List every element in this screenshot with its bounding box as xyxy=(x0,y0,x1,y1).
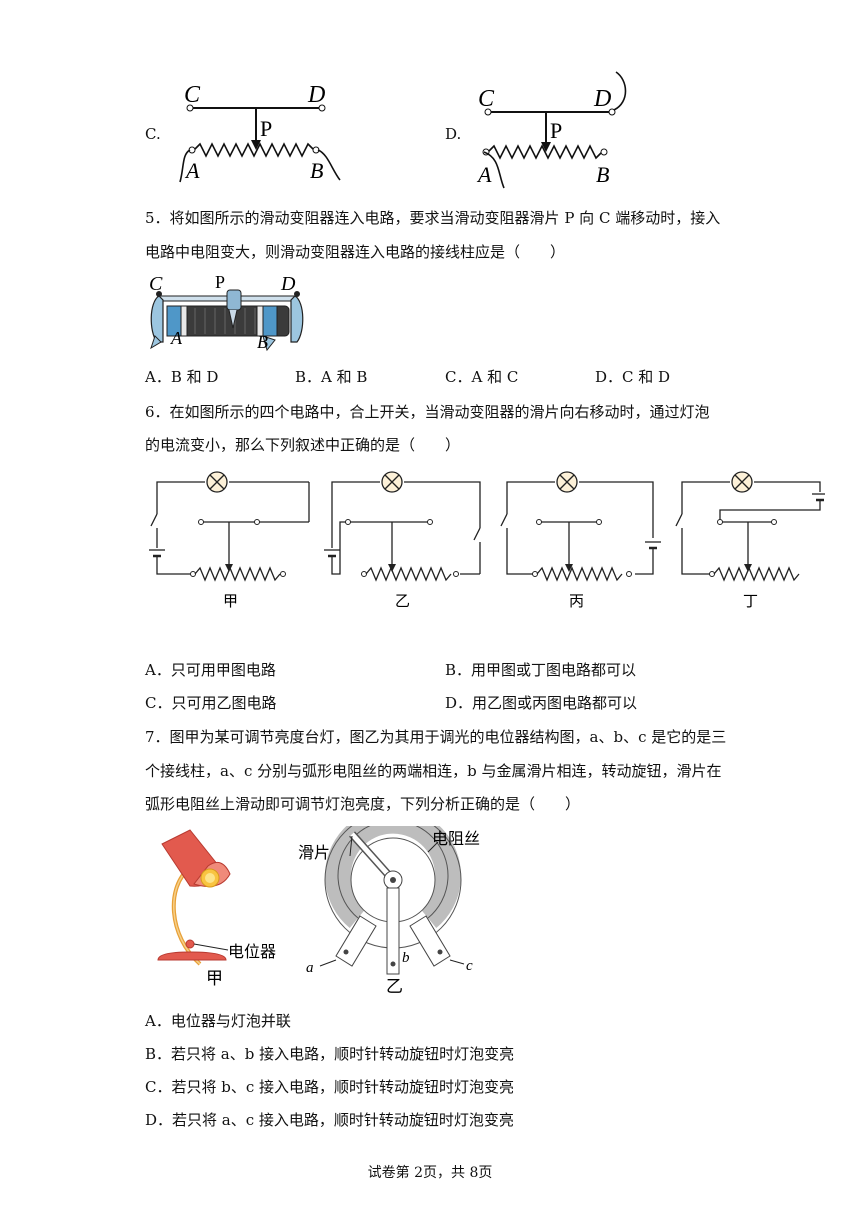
caption-jia: 甲 xyxy=(223,594,238,610)
q7-potentiometer-figure: 滑片 电阻丝 a b c 乙 xyxy=(298,826,480,996)
q7-stem-line2: 个接线柱，a、c 分别与弧形电阻丝的两端相连，b 与金属滑片相连，转动旋钮，滑片… xyxy=(145,762,722,780)
pot-label-a: a xyxy=(306,960,314,976)
q7-option-b: B．若只将 a、b 接入电路，顺时针转动旋钮时灯泡变亮 xyxy=(145,1045,515,1063)
q5-label-c: C xyxy=(149,273,163,295)
q5-option-c: C．A 和 C xyxy=(445,368,519,386)
pot-label-wire: 电阻丝 xyxy=(432,830,480,848)
q4d-label-a: A xyxy=(476,162,492,187)
q4-option-d-label: D. xyxy=(445,125,462,143)
pot-caption-yi: 乙 xyxy=(386,977,403,996)
q6-option-c: C．只可用乙图电路 xyxy=(145,694,277,712)
q7-stem-line3: 弧形电阻丝上滑动即可调节灯泡亮度，下列分析正确的是（ ） xyxy=(145,795,581,813)
q5-option-a: A．B 和 D xyxy=(145,368,219,386)
q4c-label-p: P xyxy=(260,116,272,141)
caption-bing: 丙 xyxy=(569,594,584,610)
pot-label-b: b xyxy=(402,950,410,966)
q6-stem-line2: 的电流变小，那么下列叙述中正确的是（ ） xyxy=(145,436,461,454)
circuit-bing xyxy=(500,471,661,581)
pot-label-c: c xyxy=(466,958,473,974)
q7-option-d: D．若只将 a、c 接入电路，顺时针转动旋钮时灯泡变亮 xyxy=(145,1111,514,1129)
q5-stem-line1: 5．将如图所示的滑动变阻器连入电路，要求当滑动变阻器滑片 P 向 C 端移动时，… xyxy=(145,209,721,227)
q5-option-d: D．C 和 D xyxy=(595,368,671,386)
lamp-caption-jia: 甲 xyxy=(206,969,223,988)
q4-figure-d: C D P A B xyxy=(476,71,627,189)
q4c-label-a: A xyxy=(184,158,200,183)
q7-stem-line1: 7．图甲为某可调节亮度台灯，图乙为其用于调光的电位器结构图，a、b、c 是它的是… xyxy=(145,728,727,746)
q6-option-a: A．只可用甲图电路 xyxy=(145,661,276,679)
q4c-label-c: C xyxy=(184,82,201,108)
q4d-label-c: C xyxy=(478,86,495,112)
q5-label-p: P xyxy=(215,272,225,292)
q6-option-d: D．用乙图或丙图电路都可以 xyxy=(445,694,638,712)
q5-label-b: B xyxy=(257,332,268,352)
q6-stem-line1: 6．在如图所示的四个电路中，合上开关，当滑动变阻器的滑片向右移动时，通过灯泡 xyxy=(145,403,710,421)
q4c-label-d: D xyxy=(307,82,325,108)
circuit-ding xyxy=(675,471,825,581)
lamp-label-potentiometer: 电位器 xyxy=(228,943,276,961)
q4d-label-p: P xyxy=(550,118,562,143)
q7-option-c: C．若只将 b、c 接入电路，顺时针转动旋钮时灯泡变亮 xyxy=(145,1078,515,1096)
q5-label-d: D xyxy=(280,273,296,295)
pot-label-slider: 滑片 xyxy=(298,844,330,862)
q5-label-a: A xyxy=(170,328,183,348)
q4-option-c-label: C. xyxy=(145,125,161,143)
q7-option-a: A．电位器与灯泡并联 xyxy=(145,1012,291,1030)
caption-ding: 丁 xyxy=(743,594,758,610)
q6-option-b: B．用甲图或丁图电路都可以 xyxy=(445,661,637,679)
q5-stem-line2: 电路中电阻变大，则滑动变阻器连入电路的接线柱应是（ ） xyxy=(145,243,566,261)
q4d-label-d: D xyxy=(593,86,611,112)
q7-lamp-figure: 电位器 甲 xyxy=(157,829,276,988)
q4c-label-b: B xyxy=(310,158,323,183)
circuit-jia xyxy=(149,471,310,581)
caption-yi: 乙 xyxy=(395,594,410,610)
page-footer: 试卷第 2页，共 8页 xyxy=(367,1165,493,1181)
q5-option-b: B．A 和 B xyxy=(295,368,368,386)
q6-circuits-figure: 甲 乙 丙 丁 xyxy=(149,471,825,610)
q5-rheostat-figure: C P D A B xyxy=(149,272,304,352)
q4d-label-b: B xyxy=(596,162,609,187)
q4-figure-c: C D P A B xyxy=(179,82,341,183)
circuit-yi xyxy=(324,471,481,581)
